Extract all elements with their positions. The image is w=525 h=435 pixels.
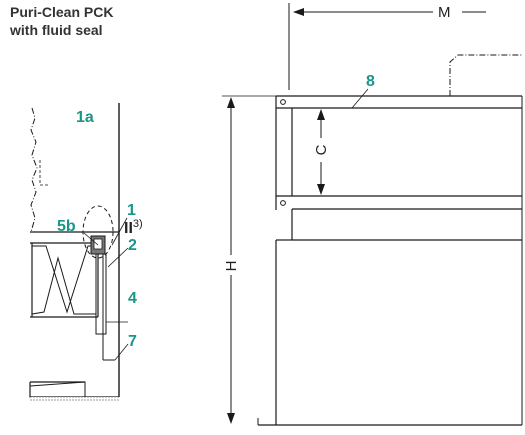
bolt-hole-mid: [280, 200, 286, 206]
callout-labels: 1a 5b II3) 1 2 4 7 8 M H C: [57, 4, 451, 350]
base-hatch: [30, 397, 119, 402]
h-arrowhead-top: [227, 97, 235, 108]
base-frame: [29, 382, 119, 398]
detail-circle-ii: [82, 205, 114, 259]
upper-dashed-outline: [449, 54, 522, 96]
callout-2: 2: [128, 237, 137, 254]
detail-label: II: [124, 220, 133, 237]
leader-7: [114, 343, 129, 361]
m-arrowhead: [293, 8, 304, 16]
bolt-hole-top: [280, 99, 286, 105]
dimension-m: M: [438, 4, 451, 21]
clamp-bracket: [95, 253, 107, 335]
diagram-title-line-2: with fluid seal: [10, 22, 103, 38]
leader-1: [111, 217, 128, 246]
base-slope: [29, 381, 86, 397]
wall-break-line-mid: [39, 160, 50, 186]
callout-detail-ii: II3): [124, 218, 143, 237]
c-arrowhead-bottom: [317, 184, 325, 195]
section-view: [29, 103, 129, 402]
callout-4: 4: [128, 290, 137, 307]
wall-break-line-left: [30, 107, 38, 233]
leader-8: [351, 88, 369, 109]
dimension-h: H: [223, 261, 240, 272]
callout-8: 8: [366, 73, 375, 90]
callout-1a: 1a: [76, 109, 94, 126]
callout-5b: 5b: [57, 218, 76, 235]
callout-1: 1: [127, 202, 136, 219]
dimension-c: C: [313, 144, 330, 155]
leader-2: [107, 247, 129, 268]
elevation-view: [222, 3, 523, 426]
callout-7: 7: [128, 333, 137, 350]
detail-footnote: 3): [133, 218, 143, 230]
diagram-title-line-1: Puri-Clean PCK: [10, 4, 114, 20]
fluid-seal-knife: [93, 238, 103, 250]
leader-5b: [83, 232, 99, 246]
filter-pleat: [31, 245, 97, 315]
h-arrowhead-bottom: [227, 413, 235, 424]
c-arrowhead-top: [317, 109, 325, 120]
